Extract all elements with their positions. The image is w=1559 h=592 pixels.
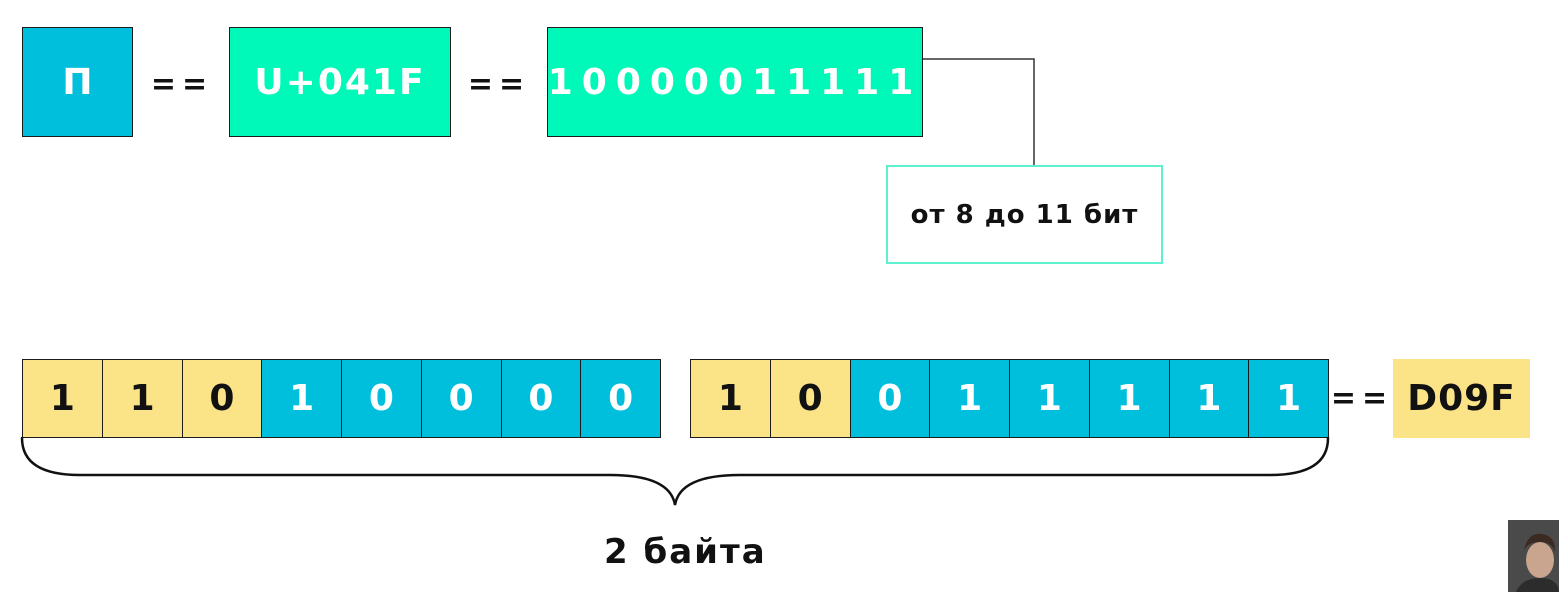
byte-1-bit-5: 0 xyxy=(420,359,502,438)
presenter-avatar xyxy=(1508,520,1559,592)
byte-2-bit-1: 0 xyxy=(769,359,851,438)
byte-2-bit-7: 1 xyxy=(1248,359,1329,438)
presenter-avatar-image xyxy=(1508,520,1559,592)
byte-1-bit-2: 0 xyxy=(181,359,263,438)
char-label: П xyxy=(62,61,93,103)
binary-box: 10000011111 xyxy=(547,27,923,137)
byte-2-bit-2: 0 xyxy=(849,359,931,438)
hex-result: D09F xyxy=(1393,359,1530,438)
byte-1-bit-0: 1 xyxy=(22,359,103,438)
byte-1-bit-6: 0 xyxy=(500,359,582,438)
byte-2-bit-0: 1 xyxy=(690,359,771,438)
bit-range-note: от 8 до 11 бит xyxy=(886,165,1163,264)
byte-1-bit-7: 0 xyxy=(580,359,661,438)
equals-sign-2: == xyxy=(467,66,531,102)
equals-sign-3: == xyxy=(1330,380,1394,416)
codepoint-box: U+041F xyxy=(229,27,451,137)
equals-sign-1: == xyxy=(150,66,214,102)
bit-range-note-text: от 8 до 11 бит xyxy=(910,199,1139,230)
codepoint-label: U+041F xyxy=(254,61,426,103)
byte-1-bit-3: 1 xyxy=(261,359,342,438)
char-box: П xyxy=(22,27,133,137)
byte-2-bit-5: 1 xyxy=(1088,359,1170,438)
byte-1-bit-4: 0 xyxy=(341,359,422,438)
byte-2-bit-3: 1 xyxy=(929,359,1010,438)
byte-1-bit-1: 1 xyxy=(101,359,183,438)
byte-2-bit-4: 1 xyxy=(1009,359,1090,438)
binary-label: 10000011111 xyxy=(547,61,923,103)
byte-count-caption: 2 байта xyxy=(604,532,767,572)
hex-result-label: D09F xyxy=(1407,378,1516,419)
